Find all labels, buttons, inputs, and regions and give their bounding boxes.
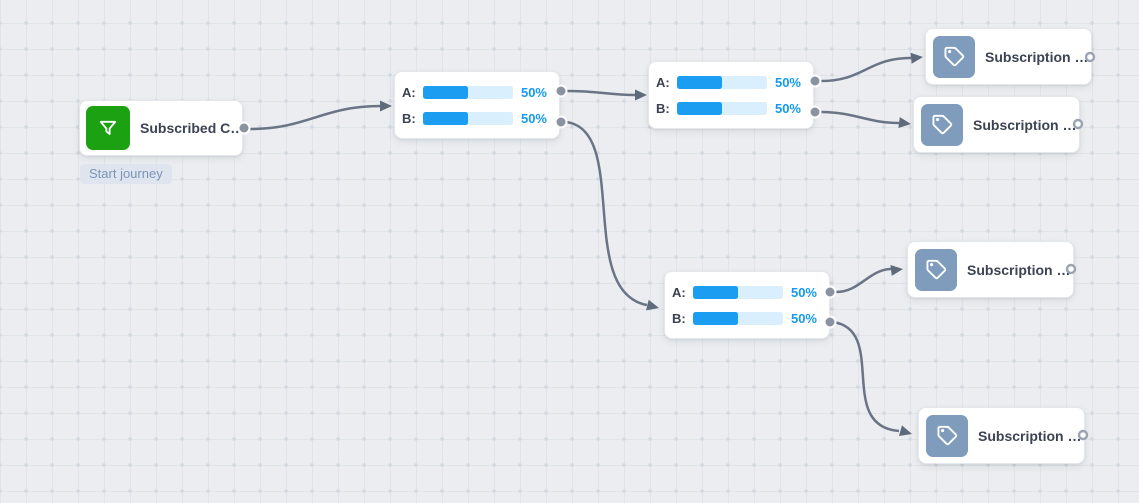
split-row-a: A: 50%	[402, 83, 547, 101]
subscription-node-2[interactable]: Subscription …	[913, 96, 1080, 153]
arrowhead-icon	[898, 117, 911, 128]
split-row-b: B: 50%	[402, 109, 547, 127]
row-label: B:	[402, 110, 416, 126]
empty-output-port[interactable]	[1072, 118, 1084, 130]
arrowhead-icon	[380, 100, 392, 112]
tag-icon	[915, 248, 957, 291]
subscription-node-title: Subscription …	[978, 427, 1082, 444]
row-label: A:	[402, 84, 416, 100]
progress-bar	[693, 311, 783, 325]
progress-bar	[677, 75, 767, 89]
row-label: A:	[672, 284, 686, 300]
progress-fill	[423, 85, 468, 99]
percent-label: 50%	[520, 84, 547, 100]
edge	[820, 110, 900, 125]
start-node[interactable]: Subscribed C…	[79, 100, 245, 156]
start-journey-badge: Start journey	[80, 164, 172, 184]
edge	[832, 320, 900, 433]
split-row-a: A: 50%	[672, 283, 817, 301]
percent-label: 50%	[790, 310, 817, 326]
arrowhead-icon	[635, 89, 647, 101]
output-port[interactable]	[237, 121, 251, 135]
row-label: B:	[672, 310, 686, 326]
subscription-node-1[interactable]: Subscription …	[925, 28, 1092, 85]
percent-label: 50%	[774, 100, 801, 116]
edge	[835, 267, 892, 294]
progress-fill	[693, 285, 738, 299]
tag-icon	[921, 103, 963, 146]
arrowhead-icon	[646, 299, 659, 311]
output-port[interactable]	[808, 74, 822, 88]
output-port[interactable]	[823, 315, 837, 329]
subscription-node-title: Subscription …	[973, 116, 1077, 133]
output-port[interactable]	[808, 105, 822, 119]
ab-split-node-3[interactable]: A: 50% B: 50%	[664, 271, 830, 339]
empty-output-port[interactable]	[1065, 263, 1077, 275]
progress-fill	[677, 75, 722, 89]
split-row-b: B: 50%	[656, 99, 801, 117]
progress-bar	[693, 285, 783, 299]
arrowhead-icon	[898, 425, 912, 436]
progress-fill	[693, 311, 738, 325]
edge	[249, 104, 382, 131]
tag-icon	[926, 414, 968, 457]
row-label: A:	[656, 74, 670, 90]
percent-label: 50%	[520, 110, 547, 126]
progress-bar	[423, 85, 513, 99]
output-port[interactable]	[823, 285, 837, 299]
progress-bar	[423, 111, 513, 125]
progress-fill	[423, 111, 468, 125]
edge	[565, 89, 636, 97]
arrowhead-icon	[890, 265, 903, 276]
percent-label: 50%	[790, 284, 817, 300]
empty-output-port[interactable]	[1077, 429, 1089, 441]
subscription-node-4[interactable]: Subscription …	[918, 407, 1085, 464]
ab-split-node-2[interactable]: A: 50% B: 50%	[648, 61, 814, 129]
edge	[565, 120, 648, 307]
subscription-node-3[interactable]: Subscription …	[907, 241, 1074, 298]
row-label: B:	[656, 100, 670, 116]
edge	[820, 56, 912, 83]
ab-split-node-1[interactable]: A: 50% B: 50%	[394, 71, 560, 139]
empty-output-port[interactable]	[1084, 51, 1096, 63]
percent-label: 50%	[774, 74, 801, 90]
progress-bar	[677, 101, 767, 115]
output-port[interactable]	[554, 84, 568, 98]
funnel-icon	[86, 106, 130, 150]
start-node-title: Subscribed C…	[140, 120, 245, 136]
progress-fill	[677, 101, 722, 115]
split-row-b: B: 50%	[672, 309, 817, 327]
arrowhead-icon	[910, 52, 923, 64]
subscription-node-title: Subscription …	[985, 48, 1089, 65]
tag-icon	[933, 35, 975, 78]
subscription-node-title: Subscription …	[967, 261, 1071, 278]
split-row-a: A: 50%	[656, 73, 801, 91]
output-port[interactable]	[554, 115, 568, 129]
